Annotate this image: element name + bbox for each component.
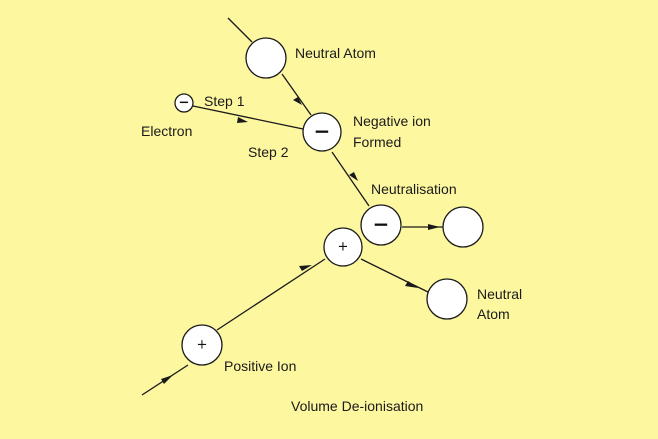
- neutral-atom-top: [245, 37, 287, 79]
- trajectory-neutral-atom-in: [227, 17, 253, 43]
- label-neutralisation: Neutralisation: [371, 181, 457, 197]
- trajectory-negative-ion-to-neutralisation: [331, 151, 370, 207]
- positive-ion-colliding: +: [323, 227, 363, 267]
- label-neutral-atom-top: Neutral Atom: [295, 45, 376, 61]
- negative-ion-neutralising: −: [360, 204, 402, 246]
- labels: Neutral Atom Step 1 Electron Negative io…: [141, 45, 522, 414]
- negative-ion-neutralising-symbol: −: [373, 212, 390, 236]
- positive-ion-colliding-symbol: +: [338, 240, 349, 255]
- label-neutral-atom-bottom-line2: Atom: [477, 306, 510, 322]
- arrowhead-positive-ion-to-collision: [299, 265, 312, 271]
- trajectory-atom-to-negative-ion: [281, 73, 312, 116]
- neutral-atom-right: [442, 206, 484, 248]
- arrowhead-to-neutral-atom-right: [428, 224, 440, 230]
- arrowhead-negative-ion-to-neutralisation: [349, 172, 358, 181]
- label-step-2: Step 2: [248, 144, 289, 160]
- arrowhead-to-neutral-atom-bottom: [405, 281, 418, 288]
- negative-ion: −: [302, 112, 342, 152]
- trajectory-electron-to-negative-ion: [192, 105, 304, 130]
- positive-ion-incoming-symbol: +: [197, 338, 208, 353]
- positive-ion-incoming: +: [181, 324, 223, 366]
- caption: Volume De-ionisation: [291, 398, 423, 414]
- arrowhead-atom-to-negative-ion: [293, 97, 302, 105]
- label-negative-ion-line1: Negative ion: [353, 113, 431, 129]
- trajectory-positive-ion-to-collision: [216, 258, 326, 331]
- neutral-atom-bottom: [426, 278, 468, 320]
- label-positive-ion: Positive Ion: [224, 358, 296, 374]
- arrowhead-electron-path: [237, 117, 248, 123]
- label-electron: Electron: [141, 123, 192, 139]
- electron-symbol: −: [179, 96, 190, 111]
- label-negative-ion-line2: Formed: [353, 134, 401, 150]
- trajectory-to-neutral-atom-bottom: [360, 258, 429, 293]
- electron: −: [174, 93, 194, 113]
- negative-ion-symbol: −: [314, 119, 331, 143]
- label-neutral-atom-bottom-line1: Neutral: [477, 286, 522, 302]
- label-step-1: Step 1: [204, 93, 245, 109]
- arrowheads: [161, 97, 440, 384]
- arrowhead-positive-ion-incoming: [161, 375, 173, 384]
